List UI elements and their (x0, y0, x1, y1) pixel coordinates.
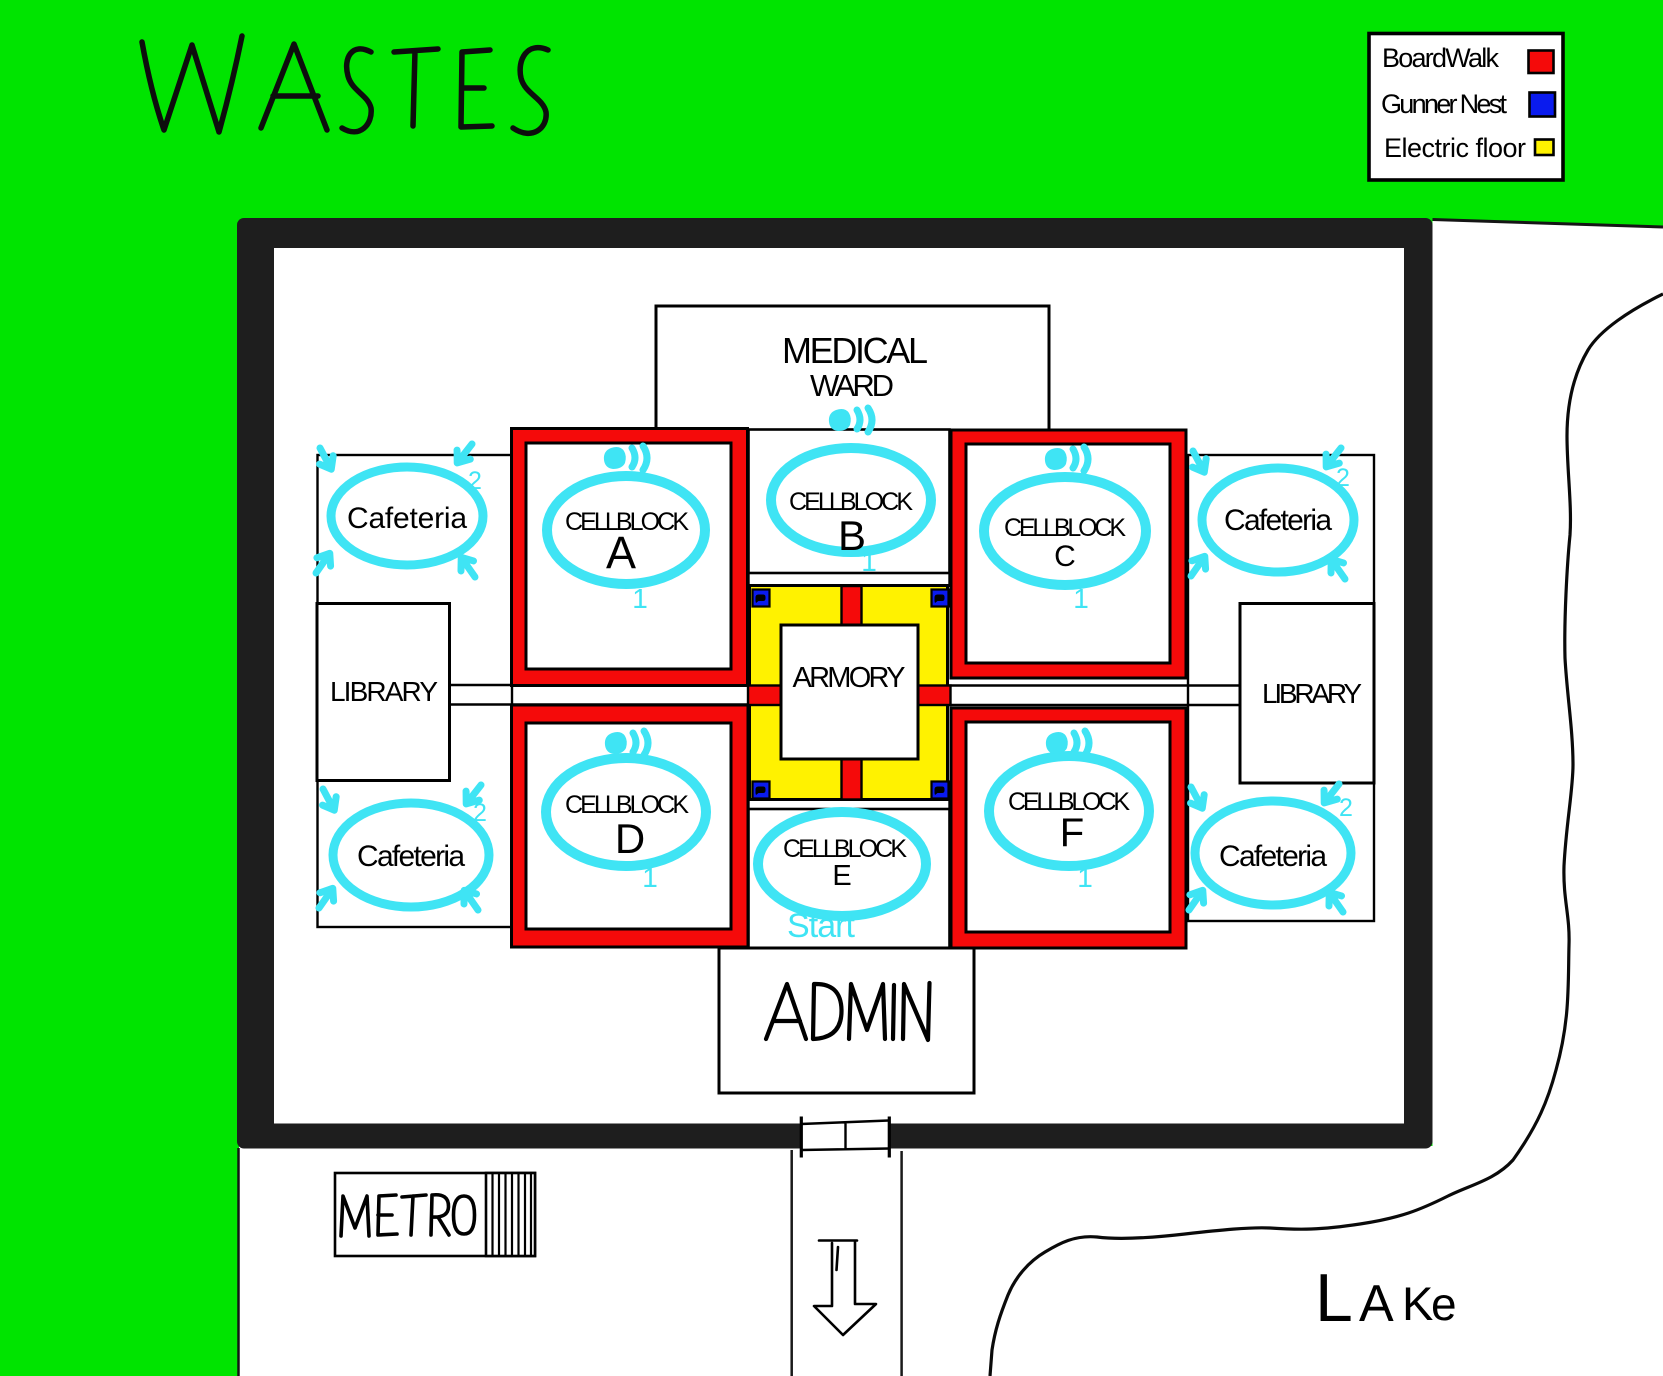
svg-text:L: L (1315, 1260, 1353, 1336)
svg-text:1: 1 (1077, 862, 1093, 893)
svg-text:LIBRARY: LIBRARY (330, 676, 438, 707)
svg-text:A: A (606, 527, 636, 578)
svg-text:e: e (1431, 1278, 1457, 1330)
svg-text:LIBRARY: LIBRARY (1262, 678, 1362, 709)
svg-text:Cafeteria: Cafeteria (1224, 504, 1332, 537)
svg-text:2: 2 (473, 799, 487, 827)
svg-text:CELLBLOCK: CELLBLOCK (1004, 514, 1126, 542)
svg-text:F: F (1060, 811, 1084, 855)
svg-text:CELLBLOCK: CELLBLOCK (565, 508, 689, 536)
svg-text:2: 2 (468, 467, 482, 495)
svg-text:ARMORY: ARMORY (793, 662, 906, 694)
svg-text:CELLBLOCK: CELLBLOCK (1008, 788, 1130, 816)
svg-text:CELLBLOCK: CELLBLOCK (789, 488, 913, 516)
svg-text:A: A (1359, 1275, 1394, 1333)
svg-text:Start: Start (787, 907, 856, 945)
svg-text:Cafeteria: Cafeteria (357, 840, 465, 873)
svg-text:K: K (1402, 1277, 1433, 1330)
svg-text:WARD: WARD (810, 368, 894, 403)
svg-text:1: 1 (1073, 583, 1089, 614)
svg-text:BoardWalk: BoardWalk (1382, 43, 1500, 73)
svg-text:CELLBLOCK: CELLBLOCK (783, 835, 907, 863)
svg-text:MEDICAL: MEDICAL (782, 330, 928, 371)
svg-text:1: 1 (632, 583, 648, 614)
svg-text:Cafeteria: Cafeteria (347, 502, 467, 535)
svg-text:Electric floor: Electric floor (1384, 133, 1526, 163)
svg-text:1: 1 (642, 862, 658, 893)
svg-text:2: 2 (1336, 464, 1350, 492)
svg-text:D: D (615, 815, 645, 862)
svg-text:Cafeteria: Cafeteria (1219, 840, 1327, 873)
svg-text:Gunner Nest: Gunner Nest (1381, 89, 1507, 119)
svg-text:C: C (1054, 540, 1076, 573)
svg-text:E: E (832, 860, 851, 892)
svg-text:CELLBLOCK: CELLBLOCK (565, 791, 689, 819)
svg-text:B: B (838, 512, 866, 559)
svg-text:1: 1 (861, 546, 877, 577)
svg-text:2: 2 (1339, 794, 1353, 822)
